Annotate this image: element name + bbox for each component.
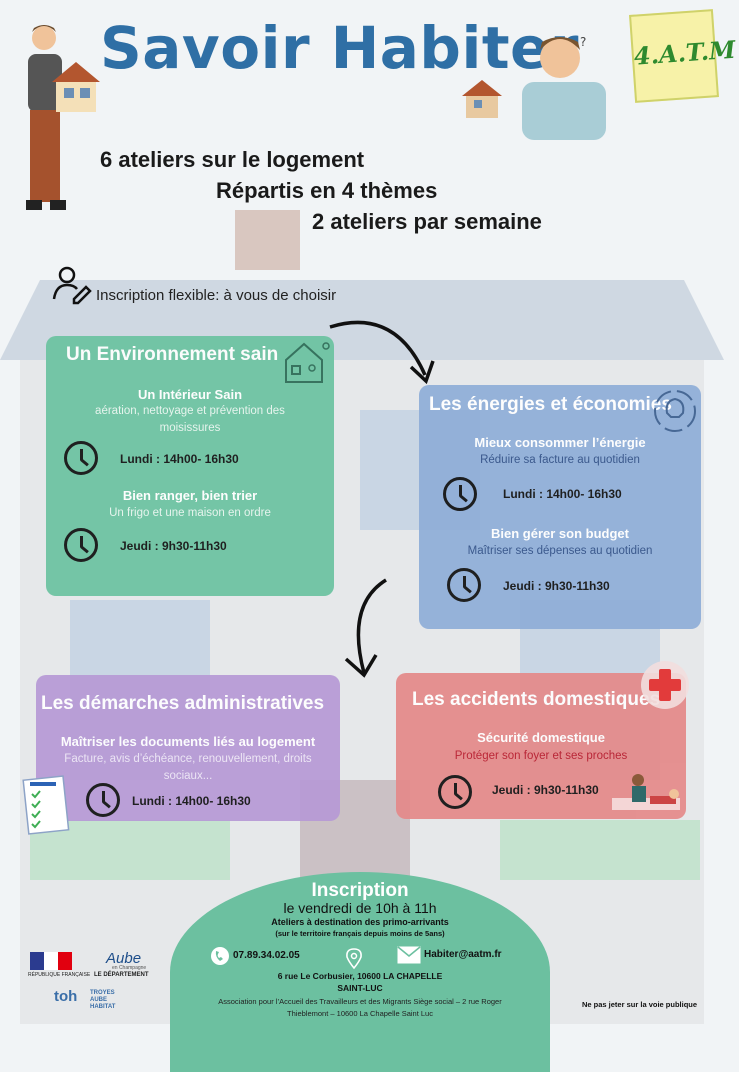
- first-aid-scene-illustration: [612, 774, 680, 810]
- footer-audience-note: (sur le territoire français depuis moins…: [275, 929, 445, 938]
- man-with-house-illustration: [26, 25, 100, 210]
- footer-heading: Inscription: [311, 880, 409, 901]
- curved-arrow-down: [344, 578, 387, 678]
- first-aid-icon: [641, 661, 689, 709]
- clock-icon: [64, 528, 98, 562]
- theme-title: Les démarches administratives: [41, 693, 325, 714]
- footer-assoc-1: Association pour l’Accueil des Travaille…: [218, 997, 502, 1006]
- thinking-man-illustration: ?: [462, 35, 606, 140]
- footer-email[interactable]: Habiter@aatm.fr: [424, 949, 502, 960]
- aube-departement-logo: Aube en Champagne LE DÉPARTEMENT: [94, 950, 158, 984]
- theme-card-demarches: Les démarches administratives Maîtriser …: [36, 675, 340, 821]
- workshop-title: Bien gérer son budget: [491, 526, 629, 541]
- curved-arrow-right: [329, 320, 435, 385]
- theme-card-environnement: Un Environnement sain Un Intérieur Sain …: [46, 336, 334, 596]
- mail-icon: [397, 946, 421, 964]
- workshop-schedule: Jeudi : 9h30-11h30: [492, 783, 599, 797]
- user-edit-icon: [52, 266, 92, 305]
- aatm-logo: 4.A.T.M: [629, 9, 736, 103]
- footer-audience: Ateliers à destination des primo-arrivan…: [271, 917, 449, 927]
- republique-francaise-logo: RÉPUBLIQUE FRANÇAISE: [28, 952, 90, 982]
- workshop-schedule: Jeudi : 9h30-11h30: [503, 579, 610, 593]
- footer-assoc-2: Thieblemont – 10600 La Chapelle Saint Lu…: [287, 1009, 433, 1018]
- workshop-title: Bien ranger, bien trier: [122, 488, 258, 503]
- subtitle-line-2: Répartis en 4 thèmes: [216, 178, 438, 203]
- energy-cycle-icon: [654, 390, 696, 432]
- workshop-title: Maîtriser les documents liés au logement: [60, 734, 316, 749]
- subtitle-line-3: 2 ateliers par semaine: [312, 209, 542, 234]
- aube-logo-text: Aube: [106, 950, 142, 967]
- footer-phone[interactable]: 07.89.34.02.05: [233, 950, 300, 961]
- republique-text: RÉPUBLIQUE FRANÇAISE: [28, 972, 91, 978]
- footer-address-1: 6 rue Le Corbusier, 10600 LA CHAPELLE: [277, 971, 443, 981]
- aube-logo-sub: en Champagne: [112, 965, 147, 971]
- workshop-title: Un Intérieur Sain: [137, 387, 243, 402]
- svg-text:?: ?: [580, 35, 586, 49]
- inscription-note-text: Inscription flexible: à vous de choisir: [96, 287, 337, 304]
- clock-icon: [64, 441, 98, 475]
- workshop-desc: Protéger son foyer et ses proches: [454, 750, 628, 762]
- theme-title: Les accidents domestiques: [412, 689, 661, 710]
- workshop-desc: aération, nettoyage et prévention des mo…: [95, 405, 285, 434]
- theme-title: Un Environnement sain: [66, 344, 279, 365]
- clock-icon: [447, 568, 481, 602]
- phone-icon: [211, 947, 229, 965]
- theme-title: Les énergies et économies: [429, 394, 672, 415]
- page-title: Savoir Habiter: [100, 14, 579, 82]
- workshop-title: Mieux consommer l’énergie: [474, 435, 646, 450]
- theme-card-accidents: Les accidents domestiques Sécurité domes…: [396, 673, 686, 819]
- workshop-schedule: Jeudi : 9h30-11h30: [120, 539, 227, 553]
- workshop-title: Sécurité domestique: [477, 730, 605, 745]
- location-pin-icon: [346, 948, 362, 970]
- workshop-desc: Maîtriser ses dépenses au quotidien: [467, 545, 653, 557]
- checklist-document-illustration: [22, 775, 70, 835]
- subtitle-line-1: 6 ateliers sur le logement: [100, 147, 365, 172]
- footer-address-2: SAINT-LUC: [337, 983, 383, 993]
- footer-background: [170, 872, 550, 1072]
- workshop-desc: Un frigo et une maison en ordre: [109, 507, 271, 519]
- clock-icon: [438, 775, 472, 809]
- workshop-desc: Facture, avis d’échéance, renouvellement…: [64, 753, 312, 782]
- disclaimer: Ne pas jeter sur la voie publique: [582, 1000, 698, 1009]
- footer-when: le vendredi de 10h à 11h: [283, 900, 437, 916]
- troyes-aube-habitat-logo: toh TROYES AUBE HABITAT: [54, 988, 134, 1014]
- clock-icon: [86, 783, 120, 817]
- workshop-schedule: Lundi : 14h00- 16h30: [503, 487, 622, 501]
- clock-icon: [443, 477, 477, 511]
- clean-house-icon: [285, 342, 330, 383]
- troyes-aube-habitat-text: TROYES AUBE HABITAT: [90, 990, 116, 1010]
- workshop-schedule: Lundi : 14h00- 16h30: [132, 794, 251, 808]
- theme-card-energies: Les énergies et économies Mieux consomme…: [419, 385, 701, 629]
- toh-logo-mark: toh: [54, 988, 78, 1005]
- aube-logo-dept: LE DÉPARTEMENT: [94, 972, 149, 978]
- workshop-schedule: Lundi : 14h00- 16h30: [120, 452, 239, 466]
- workshop-desc: Réduire sa facture au quotidien: [480, 454, 640, 466]
